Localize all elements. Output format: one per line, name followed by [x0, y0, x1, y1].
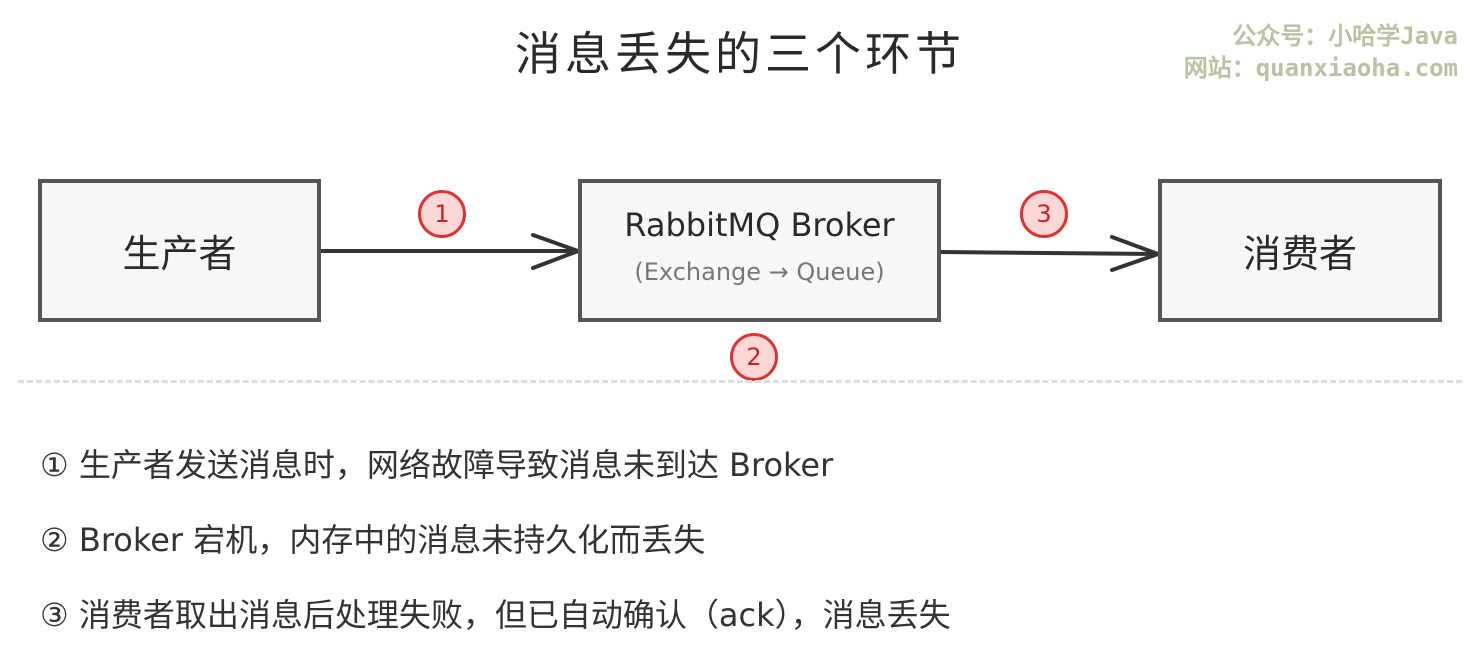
consumer-label: 消费者 [1242, 232, 1357, 276]
consumer-node: 消费者 [1158, 179, 1442, 322]
arrow-broker-to-consumer [938, 235, 1160, 272]
diagram-title: 消息丢失的三个环节 [515, 27, 965, 81]
producer-label: 生产者 [122, 232, 237, 276]
producer-node: 生产者 [38, 179, 321, 322]
badge-step-2: 2 [730, 333, 778, 381]
watermark-website: 网站：quanxiaoha.com [1183, 54, 1458, 82]
loss-point-2: ② Broker 宕机，内存中的消息未持久化而丢失 [40, 521, 706, 559]
divider [18, 380, 1462, 383]
badge-step-1: 1 [418, 190, 466, 238]
broker-node: RabbitMQ Broker (Exchange → Queue) [578, 179, 941, 322]
watermark: 公众号：小哈学Java 网站：quanxiaoha.com [1184, 20, 1458, 84]
broker-subtitle: (Exchange → Queue) [634, 257, 885, 286]
loss-point-1: ① 生产者发送消息时，网络故障导致消息未到达 Broker [40, 446, 834, 484]
arrow-producer-to-broker [318, 233, 580, 270]
broker-label: RabbitMQ Broker [624, 205, 895, 244]
badge-step-3: 3 [1020, 190, 1068, 238]
watermark-wechat: 公众号：小哈学Java [1232, 22, 1458, 50]
loss-point-3: ③ 消费者取出消息后处理失败，但已自动确认（ack），消息丢失 [40, 596, 951, 634]
